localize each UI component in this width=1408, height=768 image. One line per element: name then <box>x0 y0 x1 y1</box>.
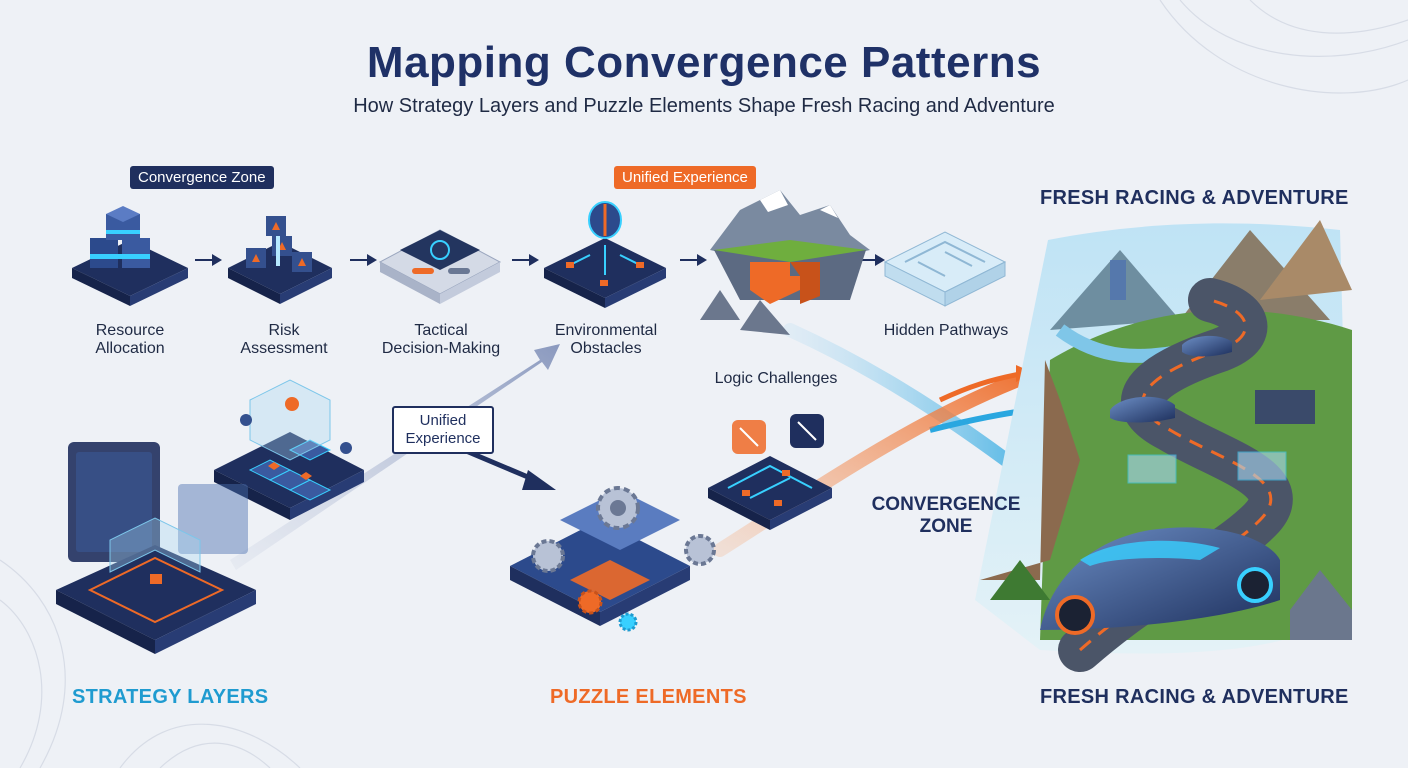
convergence-zone-tag: Convergence Zone <box>130 166 274 189</box>
node-label-line: Assessment <box>214 340 354 358</box>
risk-cubes-icon <box>228 216 332 304</box>
node-label-line: Allocation <box>60 340 200 358</box>
node-label-line: Logic Challenges <box>696 370 856 388</box>
node-label-line: Resource <box>60 322 200 340</box>
convergence-zone-label: CONVERGENCE ZONE <box>858 494 1034 538</box>
node-label-line: Obstacles <box>534 340 678 358</box>
device-panel-icon <box>380 230 500 304</box>
glass-maze-icon <box>885 232 1005 306</box>
node-hidden-pathways: Hidden Pathways <box>866 322 1026 340</box>
unified-experience-tag: Unified Experience <box>614 166 756 189</box>
node-label-line: Environmental <box>534 322 678 340</box>
page-subtitle: How Strategy Layers and Puzzle Elements … <box>0 95 1408 118</box>
racing-adventure-label-top: FRESH RACING & ADVENTURE <box>1040 187 1349 210</box>
server-stack-icon <box>72 206 188 306</box>
node-logic-challenges: Logic Challenges <box>696 370 856 388</box>
node-label-line: Hidden Pathways <box>866 322 1026 340</box>
node-environmental-obstacles: Environmental Obstacles <box>534 322 678 358</box>
convergence-zone-line: ZONE <box>858 516 1034 538</box>
puzzle-gears-icon <box>510 488 714 630</box>
racing-adventure-label-bottom: FRESH RACING & ADVENTURE <box>1040 686 1349 709</box>
node-tactical-decision-making: Tactical Decision-Making <box>364 322 518 358</box>
brain-circuit-icon <box>544 202 666 308</box>
unified-experience-box-line: Experience <box>400 430 486 448</box>
node-resource-allocation: Resource Allocation <box>60 322 200 358</box>
node-risk-assessment: Risk Assessment <box>214 322 354 358</box>
node-label-line: Decision-Making <box>364 340 518 358</box>
puzzle-elements-label: PUZZLE ELEMENTS <box>550 686 747 709</box>
mountain-puzzle-icon <box>700 190 870 335</box>
racing-adventure-scene <box>975 220 1352 653</box>
unified-experience-box-line: Unified <box>400 412 486 430</box>
node-label-line: Tactical <box>364 322 518 340</box>
unified-to-puzzle-arrowhead <box>522 470 556 490</box>
node-label-line: Risk <box>214 322 354 340</box>
convergence-zone-line: CONVERGENCE <box>858 494 1034 516</box>
page-title: Mapping Convergence Patterns <box>0 38 1408 88</box>
unified-experience-box: Unified Experience <box>392 406 494 454</box>
circuit-board-icon <box>708 414 832 530</box>
strategy-layers-label: STRATEGY LAYERS <box>72 686 268 709</box>
